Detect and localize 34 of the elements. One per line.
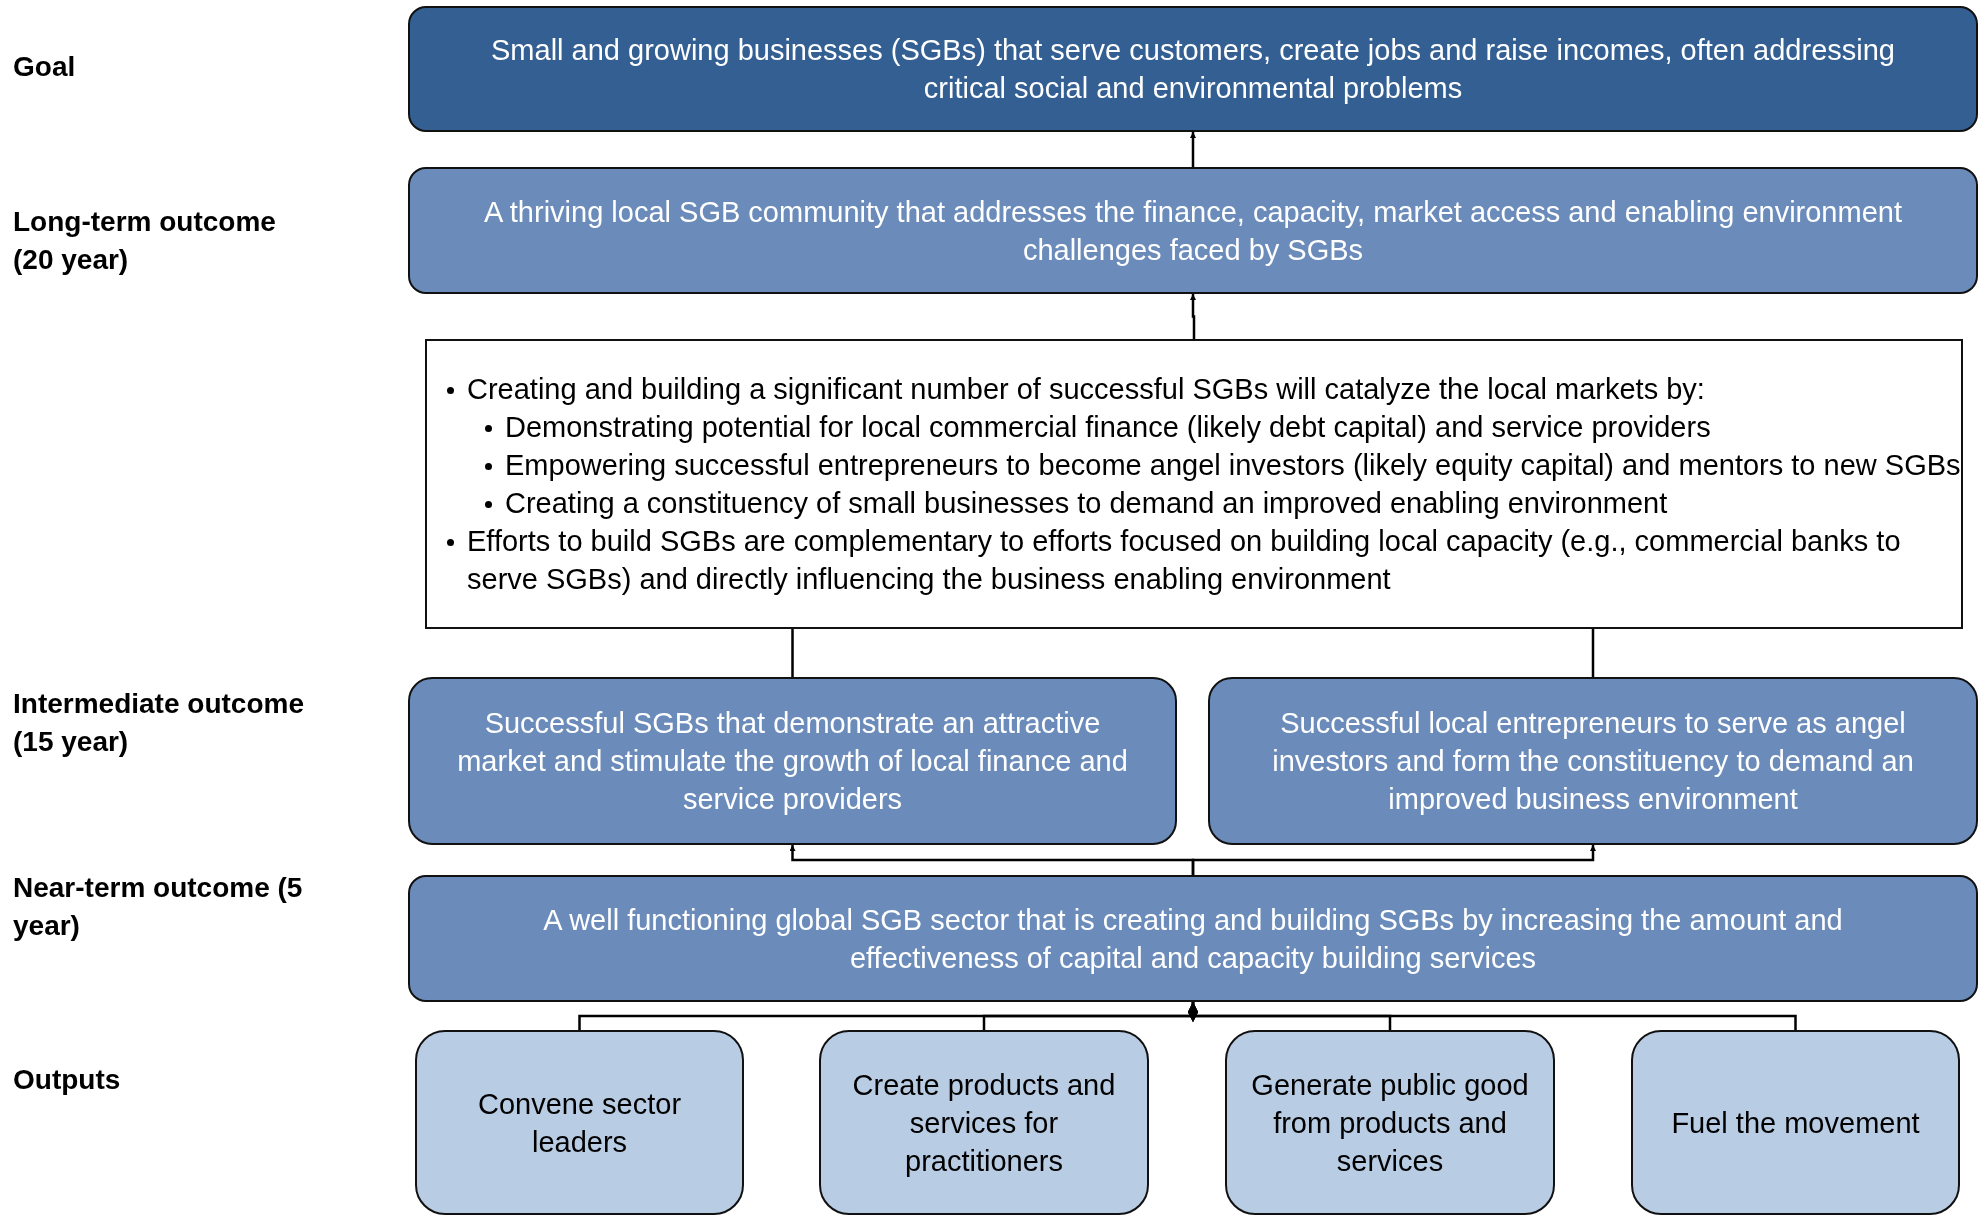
- arrow: [1190, 294, 1196, 339]
- box-text: A thriving local SGB community that addresses the finance, capacity, market access and enabling environment challenges faced by SGBs: [483, 194, 1903, 268]
- outcome-box: [1208, 677, 1978, 845]
- connector-line: [791, 629, 794, 677]
- output-box: [1225, 1030, 1555, 1215]
- output-box: [1631, 1030, 1960, 1215]
- level-label: Outputs: [13, 1063, 122, 1097]
- level-label: Near-term outcome (5 year): [13, 871, 304, 943]
- outcome-box: [408, 875, 1978, 1002]
- box-text: Successful local entrepreneurs to serve as angel investors and form the constituency to demand an improved business environment: [1271, 706, 1915, 817]
- box-text: Create products and services for practitioners: [851, 1067, 1117, 1179]
- level-label: Intermediate outcome (15 year): [13, 687, 305, 759]
- box-text: Convene sector leaders: [476, 1086, 683, 1160]
- connector-line: [1591, 629, 1595, 677]
- arrow: [1190, 132, 1196, 167]
- output-box: [819, 1030, 1149, 1215]
- box-text: Small and growing businesses (SGBs) that serve customers, create jobs and raise incomes, often addressing critical social and environmental problems: [490, 33, 1896, 106]
- bullet-text: Empowering successful entrepreneurs to become angel investors (likely equity capital) and mentors to new SGBs: [505, 448, 1961, 483]
- level-label: Long-term outcome (20 year): [13, 205, 277, 277]
- box-text: A well functioning global SGB sector that is creating and building SGBs by increasing the amount and effectiveness of capital and capacity building services: [542, 902, 1844, 976]
- bullet-text: Creating a constituency of small businesses to demand an improved enabling environment: [505, 486, 1668, 521]
- output-box: [415, 1030, 744, 1215]
- bullet-list-box: [425, 339, 1963, 629]
- outcome-box: [408, 167, 1978, 294]
- outcome-box: [408, 677, 1177, 845]
- box-text: Generate public good from products and services: [1250, 1067, 1530, 1179]
- level-label: Goal: [13, 50, 77, 84]
- box-text: Successful SGBs that demonstrate an attractive market and stimulate the growth of local finance and service providers: [456, 706, 1129, 817]
- bullet-text: Creating and building a significant number of successful SGBs will catalyze the local markets by:: [467, 372, 1705, 407]
- bullet-text: Demonstrating potential for local commercial finance (likely debt capital) and service providers: [505, 410, 1711, 445]
- bullet-text: Efforts to build SGBs are complementary to efforts focused on building local capacity (e.g., commercial banks to serve SGBs) and directly influencing the business enabling environment: [467, 524, 1902, 597]
- goal-box: [408, 6, 1978, 132]
- arrow: [1191, 845, 1596, 875]
- box-text: Fuel the movement: [1671, 1105, 1920, 1141]
